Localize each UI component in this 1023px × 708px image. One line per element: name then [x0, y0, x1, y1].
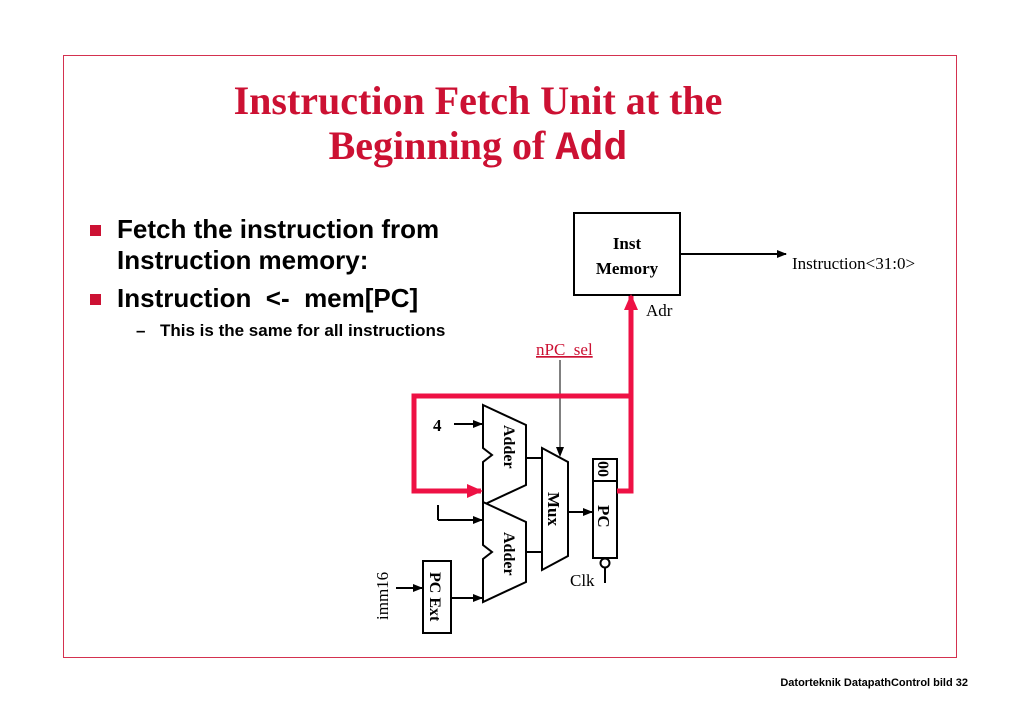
bullet-item: Instruction <- mem[PC] — [90, 283, 510, 314]
title-line-1: Instruction Fetch Unit at the — [233, 78, 723, 123]
inst-memory-label-2: Memory — [596, 259, 659, 278]
adder-bottom-shape — [482, 500, 527, 604]
adder-bottom-label: Adder — [500, 532, 517, 576]
inst-memory-label-1: Inst — [613, 234, 642, 253]
adder-top-label: Adder — [500, 425, 517, 469]
pc-label: PC — [594, 505, 613, 528]
title-line-2: Beginning of Add — [63, 123, 893, 172]
title-line-2-text: Beginning of — [328, 123, 546, 168]
mux-label: Mux — [544, 492, 563, 527]
bullet-square-icon — [90, 225, 101, 236]
sub-bullet-text: This is the same for all instructions — [160, 321, 446, 340]
sub-bullet-dash: – — [136, 321, 146, 340]
bullet-text: Fetch the instruction from Instruction m… — [117, 214, 440, 275]
bullet-list: Fetch the instruction from Instruction m… — [90, 214, 510, 341]
sub-bullet-item: – This is the same for all instructions — [90, 321, 510, 341]
slide-footer: Datorteknik DatapathControl bild 32 — [780, 677, 968, 689]
clk-label: Clk — [570, 571, 595, 590]
npc-sel-label: nPC_sel — [536, 340, 593, 359]
pc-to-memory-path — [617, 294, 638, 494]
slide-title: Instruction Fetch Unit at the Beginning … — [63, 78, 893, 172]
bullet-item: Fetch the instruction from Instruction m… — [90, 214, 510, 276]
imm16-label: imm16 — [373, 572, 392, 620]
pc-bits-label: 00 — [594, 461, 611, 477]
inst-memory-block — [573, 212, 681, 296]
bullet-square-icon — [90, 294, 101, 305]
bullet-text: Instruction <- mem[PC] — [117, 283, 419, 313]
pc-ext-label: PC Ext — [426, 572, 443, 622]
adder-top-shape — [482, 403, 527, 507]
const-four-label: 4 — [433, 416, 442, 435]
mux-shape — [541, 446, 569, 572]
clk-bubble — [599, 557, 611, 569]
pc-feedback-path — [411, 393, 631, 498]
instruction-output-label: Instruction<31:0> — [792, 254, 915, 273]
title-code: Add — [555, 127, 628, 172]
slide-frame — [63, 55, 957, 658]
adr-label: Adr — [646, 301, 673, 320]
